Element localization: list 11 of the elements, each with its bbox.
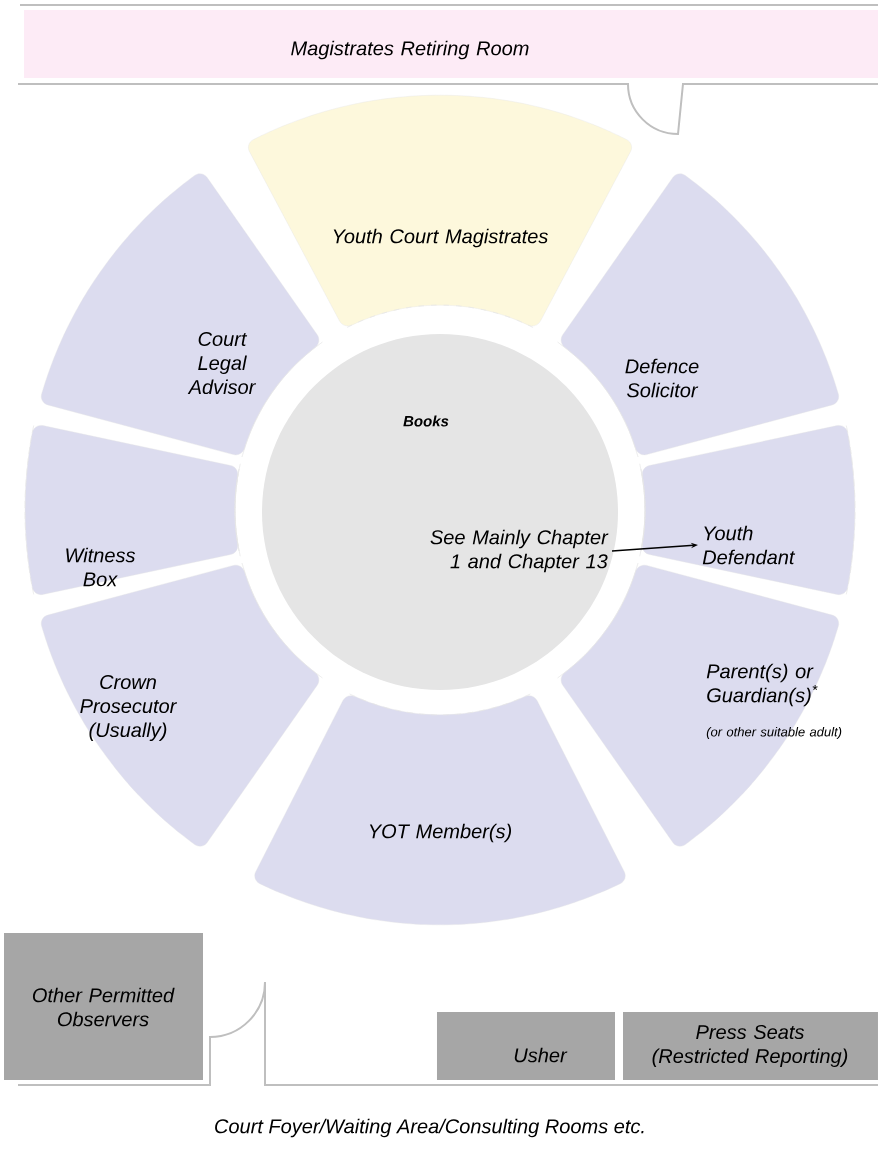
seat-box: Press Seats (Restricted Reporting) xyxy=(623,1012,878,1080)
seat-area: Youth Court Magistrates xyxy=(248,95,632,328)
seat-box: Usher xyxy=(437,1012,615,1080)
seat-area: YOT Member(s) xyxy=(254,693,626,926)
seat-area: Defence Solicitor xyxy=(557,173,839,458)
room-band: Magistrates Retiring Room xyxy=(24,10,878,78)
area-label: Court Foyer/Waiting Area/Consulting Rooms etc. xyxy=(215,1118,644,1138)
seat-area: Youth Defendant xyxy=(639,425,856,595)
seat-box: Other Permitted Observers xyxy=(4,933,203,1080)
seat-area: Witness Box xyxy=(24,425,241,595)
seat-area: Court Legal Advisor xyxy=(41,173,323,458)
